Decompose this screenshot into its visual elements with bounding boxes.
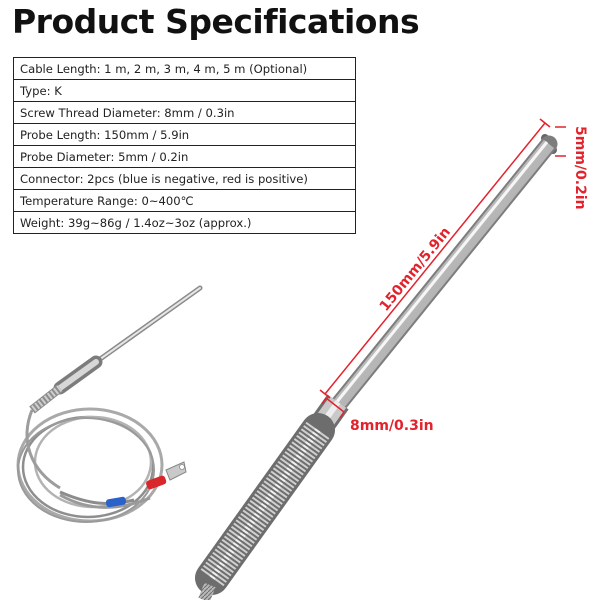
dimension-markers (319, 118, 566, 419)
spec-table: Cable Length: 1 m, 2 m, 3 m, 4 m, 5 m (O… (13, 57, 356, 234)
thread-diameter-label: 8mm/0.3in (350, 418, 434, 434)
spec-row: Probe Diameter: 5mm / 0.2in (13, 145, 356, 168)
spec-cell: Weight: 39g~86g / 1.4oz~3oz (approx.) (13, 211, 356, 234)
spec-row: Probe Length: 150mm / 5.9in (13, 123, 356, 146)
spec-row: Weight: 39g~86g / 1.4oz~3oz (approx.) (13, 211, 356, 234)
spec-cell: Temperature Range: 0~400℃ (13, 189, 356, 212)
probe-diameter-label: 5mm/0.2in (572, 126, 588, 210)
spec-row: Connector: 2pcs (blue is negative, red i… (13, 167, 356, 190)
spec-cell: Connector: 2pcs (blue is negative, red i… (13, 167, 356, 190)
spec-row: Cable Length: 1 m, 2 m, 3 m, 4 m, 5 m (O… (13, 57, 356, 80)
spec-row: Temperature Range: 0~400℃ (13, 189, 356, 212)
page-title: Product Specifications (12, 2, 420, 41)
spec-cell: Cable Length: 1 m, 2 m, 3 m, 4 m, 5 m (O… (13, 57, 356, 80)
spec-cell: Probe Length: 150mm / 5.9in (13, 123, 356, 146)
probe-closeup-image (195, 134, 558, 600)
full-product-image (16, 285, 203, 523)
spec-cell: Probe Diameter: 5mm / 0.2in (13, 145, 356, 168)
